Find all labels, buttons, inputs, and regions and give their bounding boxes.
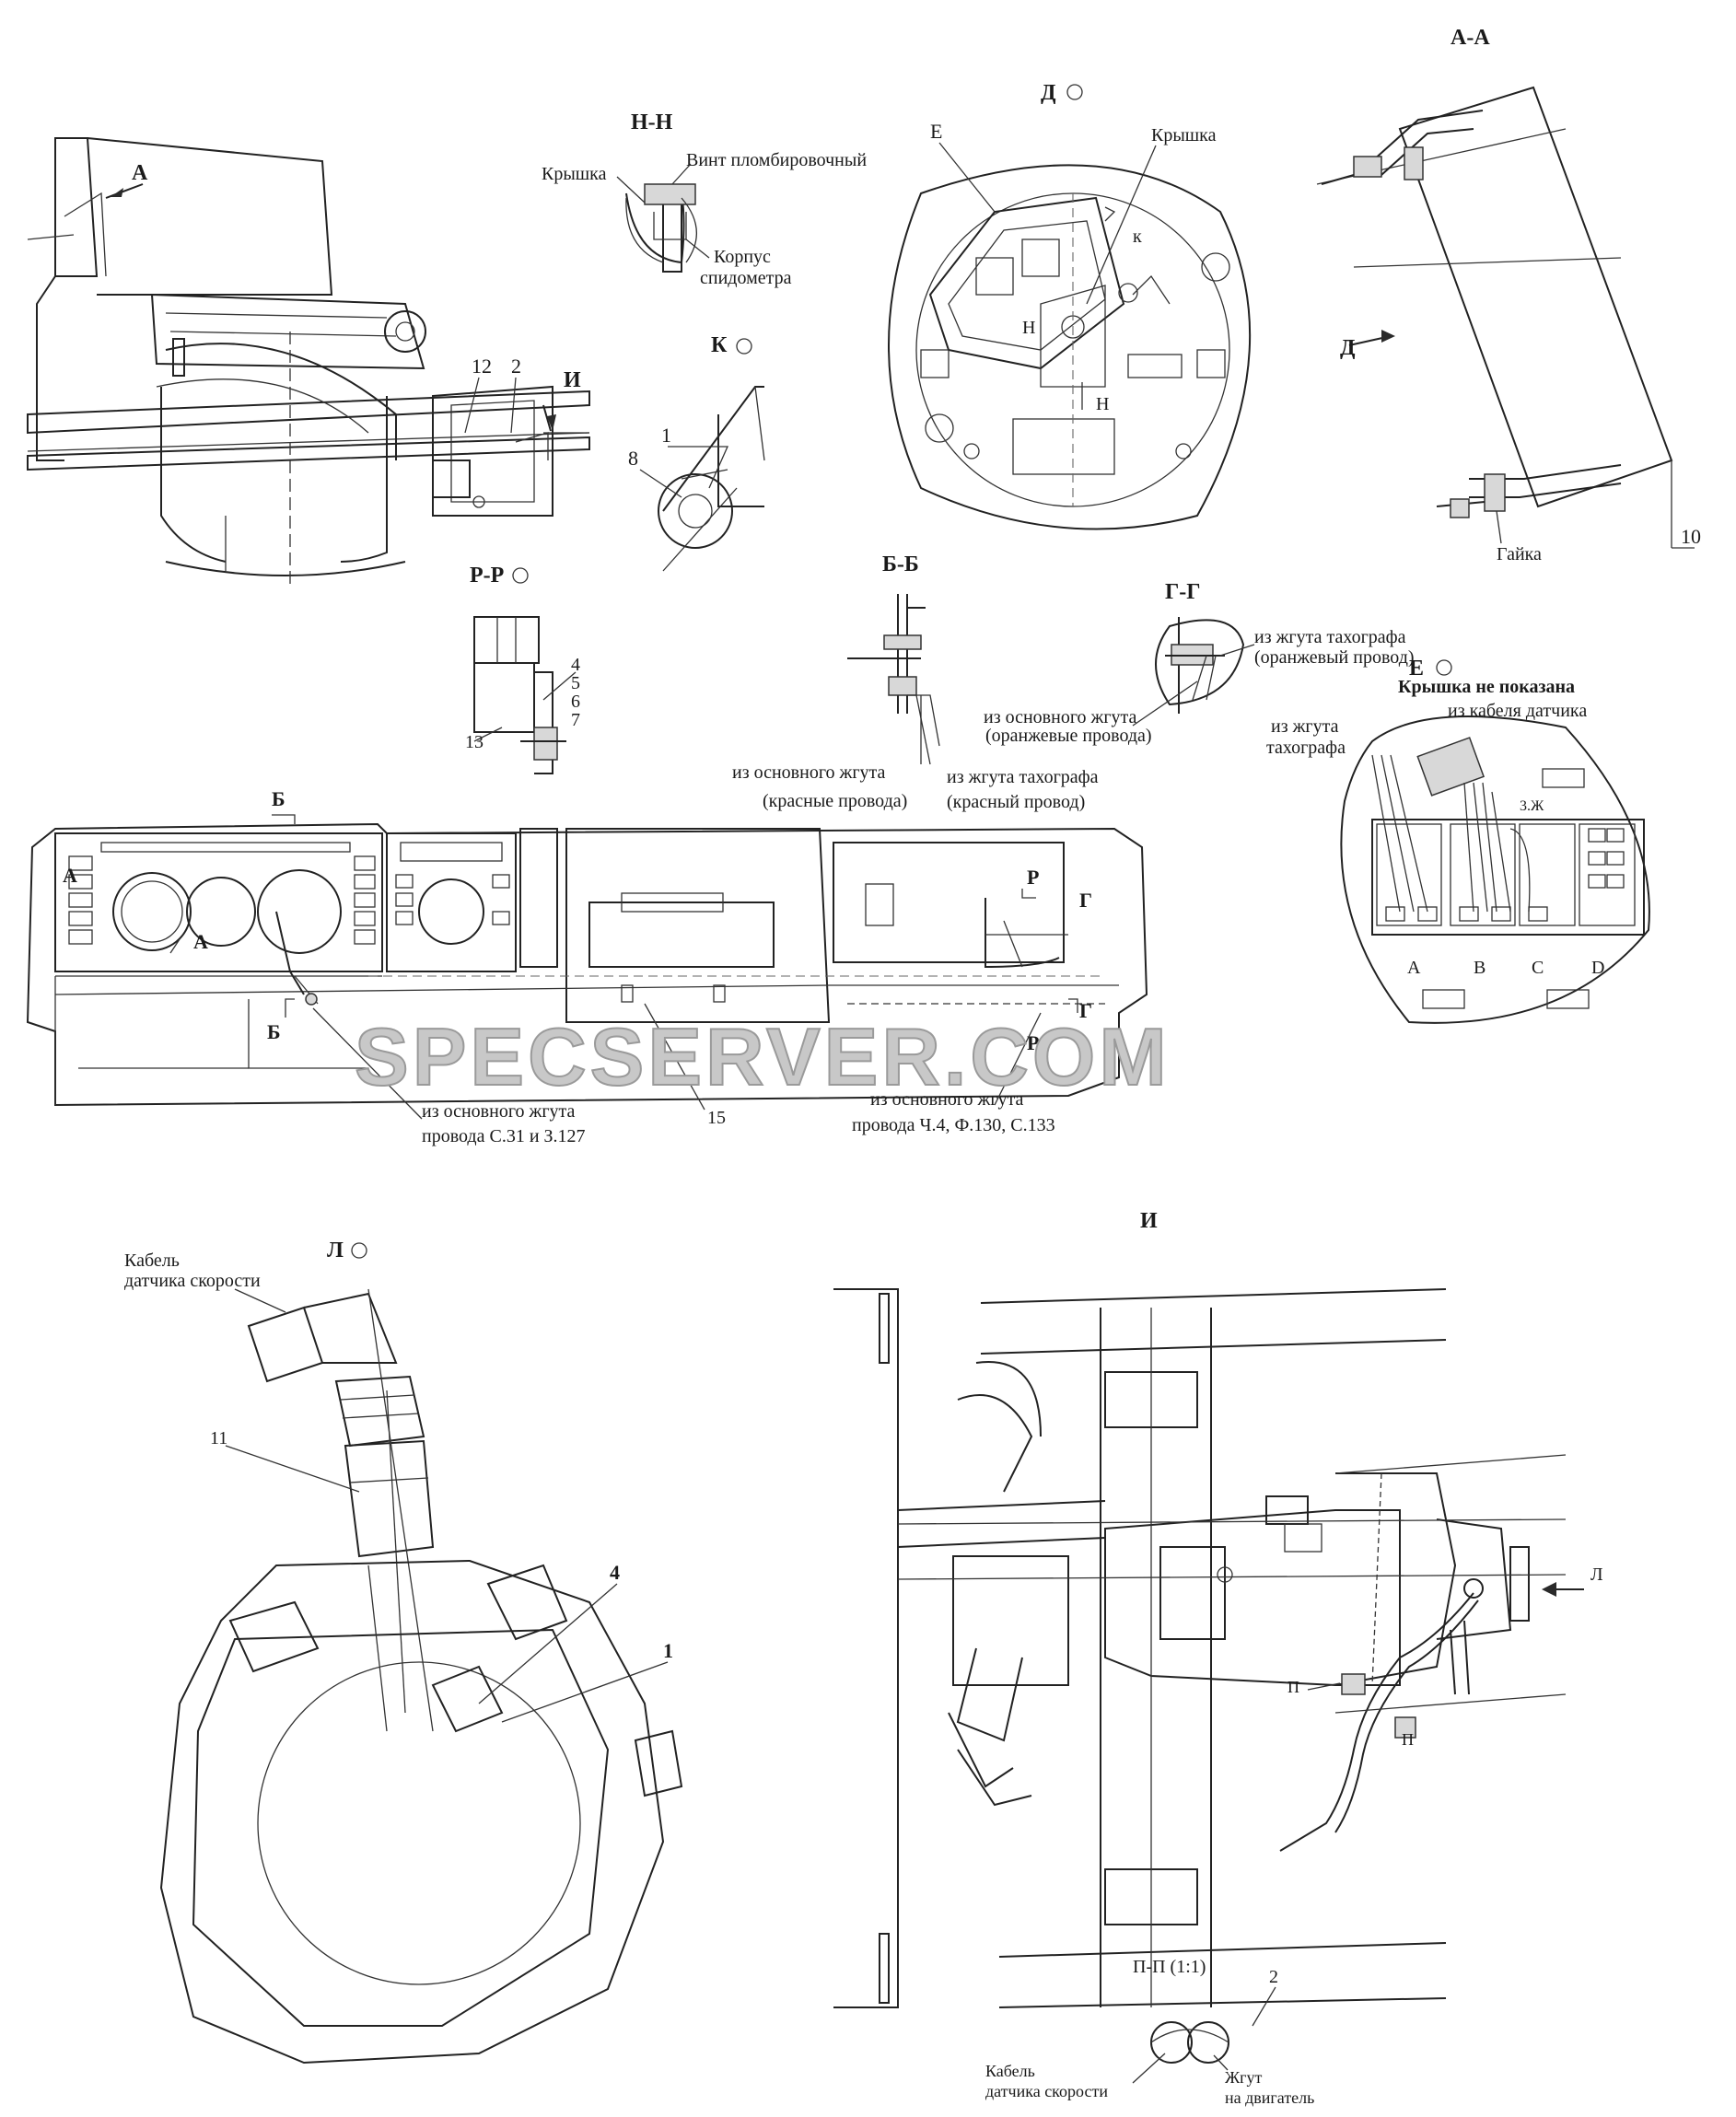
aa-callout-10: 10 <box>1681 525 1701 548</box>
rr-callout-13: 13 <box>465 732 484 752</box>
aa-label-d: Д <box>1340 336 1356 360</box>
d-label-cover: Крышка <box>1151 125 1217 145</box>
title-section-bb: Б-Б <box>882 553 919 576</box>
dash-callout-15: 15 <box>707 1108 726 1128</box>
i-label-l: Л <box>1590 1564 1603 1585</box>
section-nn: Н-Н Крышка Винт пломбировочный Корпус сп… <box>542 111 867 288</box>
e-terminal-d: D <box>1591 958 1604 978</box>
section-bb: Б-Б из основного жгута (красные провода)… <box>732 553 1099 812</box>
e-label-cover-not-shown: Крышка не показана <box>1398 677 1575 697</box>
d-label-k: к <box>1133 227 1142 247</box>
label-view-a: А <box>132 161 148 185</box>
section-aa: А-А Д Гайка 10 <box>1316 26 1701 564</box>
k-callout-1: 1 <box>661 424 671 447</box>
dash-label-a-left: А <box>63 864 77 887</box>
gg-label-main-1: из основного жгута <box>984 707 1137 727</box>
dash-label-g-top: Г <box>1079 889 1092 912</box>
pp-label-cable-2: датчика скорости <box>985 2082 1108 2100</box>
l-label-cable-1: Кабель <box>124 1250 180 1271</box>
e-terminal-b: B <box>1474 958 1486 978</box>
rr-callout-4: 4 <box>571 655 580 675</box>
label-view-i-arrow: И <box>564 368 581 392</box>
bb-label-taho-2: (красный провод) <box>947 792 1085 812</box>
pp-callout-2: 2 <box>1269 1967 1278 1987</box>
dash-label-b-top: Б <box>272 787 285 810</box>
nn-label-body-1: Корпус <box>714 247 771 267</box>
dash-label-main-1b: провода С.31 и З.127 <box>422 1126 586 1146</box>
section-pp: П-П (1:1) 2 Кабель датчика скорости Жгут… <box>985 1957 1314 2107</box>
title-view-k: К <box>711 333 728 357</box>
dash-label-main-2b: провода Ч.4, Ф.130, С.133 <box>852 1115 1055 1135</box>
i-label-p2: П <box>1402 1730 1414 1749</box>
nn-label-cover: Крышка <box>542 164 607 184</box>
section-rr: Р-Р 4 5 6 7 13 <box>465 564 580 774</box>
bb-label-taho-1: из жгута тахографа <box>947 767 1099 787</box>
dash-label-g-bottom: Г <box>1079 999 1092 1022</box>
title-section-pp: П-П (1:1) <box>1133 1957 1206 1977</box>
view-i: И <box>833 1209 1603 2008</box>
callout-2: 2 <box>511 355 521 378</box>
watermark-specserver: SPECSERVER.COM <box>355 1011 1171 1102</box>
dash-label-a-right: А <box>193 930 208 953</box>
pp-label-cable-1: Кабель <box>985 2062 1035 2080</box>
e-terminal-c: C <box>1532 958 1544 978</box>
bb-label-main-2: (красные провода) <box>763 791 907 811</box>
cab-side-view: А И 12 2 <box>27 137 590 589</box>
rr-callout-6: 6 <box>571 692 580 712</box>
pp-label-harness-1: Жгут <box>1225 2068 1263 2087</box>
e-label-taho-1: из жгута <box>1271 716 1339 737</box>
e-label-taho-2: тахографа <box>1266 738 1346 758</box>
view-l: Л Кабель датчика скорости 11 4 1 <box>124 1239 683 2065</box>
e-terminal-a: A <box>1407 958 1421 978</box>
gg-label-taho-1: из жгута тахографа <box>1254 627 1406 647</box>
title-section-aa: А-А <box>1451 26 1490 50</box>
i-label-p1: П <box>1287 1678 1299 1696</box>
title-view-e: Е <box>1409 657 1424 680</box>
dash-label-main-1: из основного жгута <box>422 1101 576 1122</box>
dashboard-front-view: Б Б А А Р Р Г Г из основного жгута прово… <box>26 787 1148 1146</box>
l-callout-1: 1 <box>663 1639 673 1662</box>
d-label-n2: Н <box>1096 394 1109 414</box>
l-callout-4: 4 <box>610 1561 620 1584</box>
title-view-l: Л <box>327 1239 344 1262</box>
title-section-nn: Н-Н <box>631 111 673 134</box>
gg-label-taho-2: (оранжевый провод) <box>1254 647 1415 668</box>
e-label-sensor-cable: из кабеля датчика <box>1448 701 1587 721</box>
l-label-cable-2: датчика скорости <box>124 1271 261 1291</box>
nn-label-screw: Винт пломбировочный <box>686 150 867 170</box>
k-callout-8: 8 <box>628 447 638 470</box>
dash-label-r-top: Р <box>1027 866 1039 889</box>
gg-label-main-2: (оранжевые провода) <box>985 726 1152 746</box>
d-label-n1: Н <box>1022 318 1035 338</box>
section-gg: Г-Г из жгута тахографа (оранжевый провод… <box>984 580 1415 746</box>
dash-label-main-2: из основного жгута <box>870 1089 1024 1110</box>
pp-label-harness-2: на двигатель <box>1225 2088 1314 2107</box>
callout-12: 12 <box>472 355 492 378</box>
title-view-i: И <box>1140 1209 1158 1233</box>
view-k: К 1 8 <box>628 333 765 572</box>
aa-label-nut: Гайка <box>1497 544 1542 564</box>
nn-label-body-2: спидометра <box>700 268 792 288</box>
e-label-3zh: 3.Ж <box>1520 798 1544 814</box>
rr-callout-5: 5 <box>571 673 580 693</box>
bb-label-main-1: из основного жгута <box>732 762 886 783</box>
title-view-d: Д <box>1041 81 1056 105</box>
title-section-rr: Р-Р <box>470 564 504 587</box>
title-section-gg: Г-Г <box>1165 580 1201 604</box>
view-d: Д Е Крышка к Н Н <box>888 81 1252 530</box>
rr-callout-7: 7 <box>571 710 580 730</box>
l-callout-11: 11 <box>210 1428 227 1448</box>
view-e: Е Крышка не показана из кабеля датчика и… <box>1266 657 1650 1024</box>
d-label-e: Е <box>930 120 942 143</box>
dash-label-r-bottom: Р <box>1027 1031 1039 1054</box>
dash-label-b-bottom: Б <box>267 1020 281 1043</box>
